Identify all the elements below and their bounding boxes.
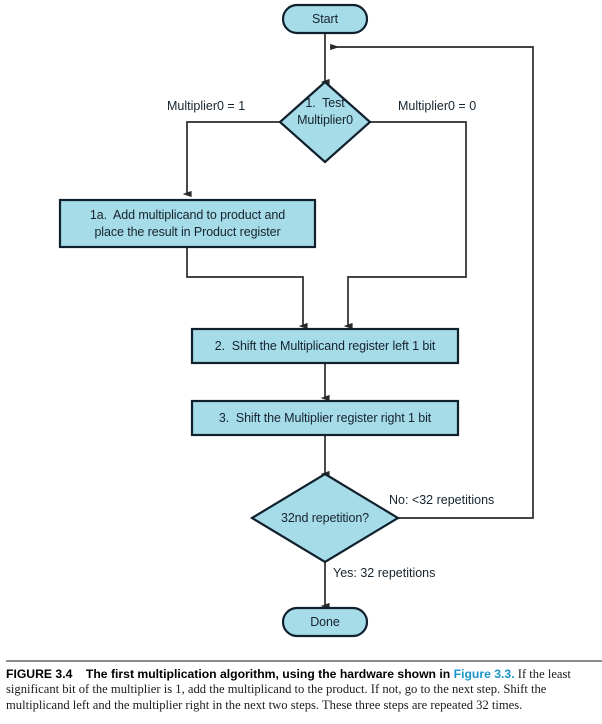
- caption-figure-reference: Figure 3.3.: [453, 667, 515, 681]
- node-test-shape: [278, 80, 372, 164]
- edge-label-yes-32: Yes: 32 repetitions: [333, 566, 436, 580]
- flowchart-canvas: [58, 3, 534, 638]
- caption-figure-number: FIGURE 3.4: [6, 667, 73, 681]
- caption-divider: [6, 660, 602, 662]
- caption-gap: [72, 667, 86, 681]
- node-start-shape: [281, 3, 369, 35]
- caption-body: If the least significant bit of the mult…: [6, 667, 571, 712]
- edge-test-no-to-shift-multiplicand: [343, 121, 467, 330]
- node-shift-multiplicand-shape: [190, 327, 460, 365]
- edge-repeat-no-loopback: [330, 43, 534, 519]
- figure-caption: FIGURE 3.4 The first multiplication algo…: [0, 660, 602, 724]
- node-add-shape: [58, 198, 317, 249]
- edge-label-multiplier0-is-0: Multiplier0 = 0: [398, 99, 477, 113]
- edge-test-yes-to-add: [182, 121, 280, 198]
- node-done-shape: [281, 606, 369, 638]
- node-shift-multiplier-shape: [190, 399, 460, 437]
- edge-label-multiplier0-is-1: Multiplier0 = 1: [167, 99, 246, 113]
- caption-title: The first multiplication algorithm, usin…: [85, 667, 451, 681]
- node-repeat-shape: [249, 472, 401, 564]
- caption-text: FIGURE 3.4 The first multiplication algo…: [6, 667, 596, 713]
- edge-add-to-shift-multiplicand: [186, 247, 308, 330]
- edge-label-no-under-32: No: <32 repetitions: [389, 493, 495, 507]
